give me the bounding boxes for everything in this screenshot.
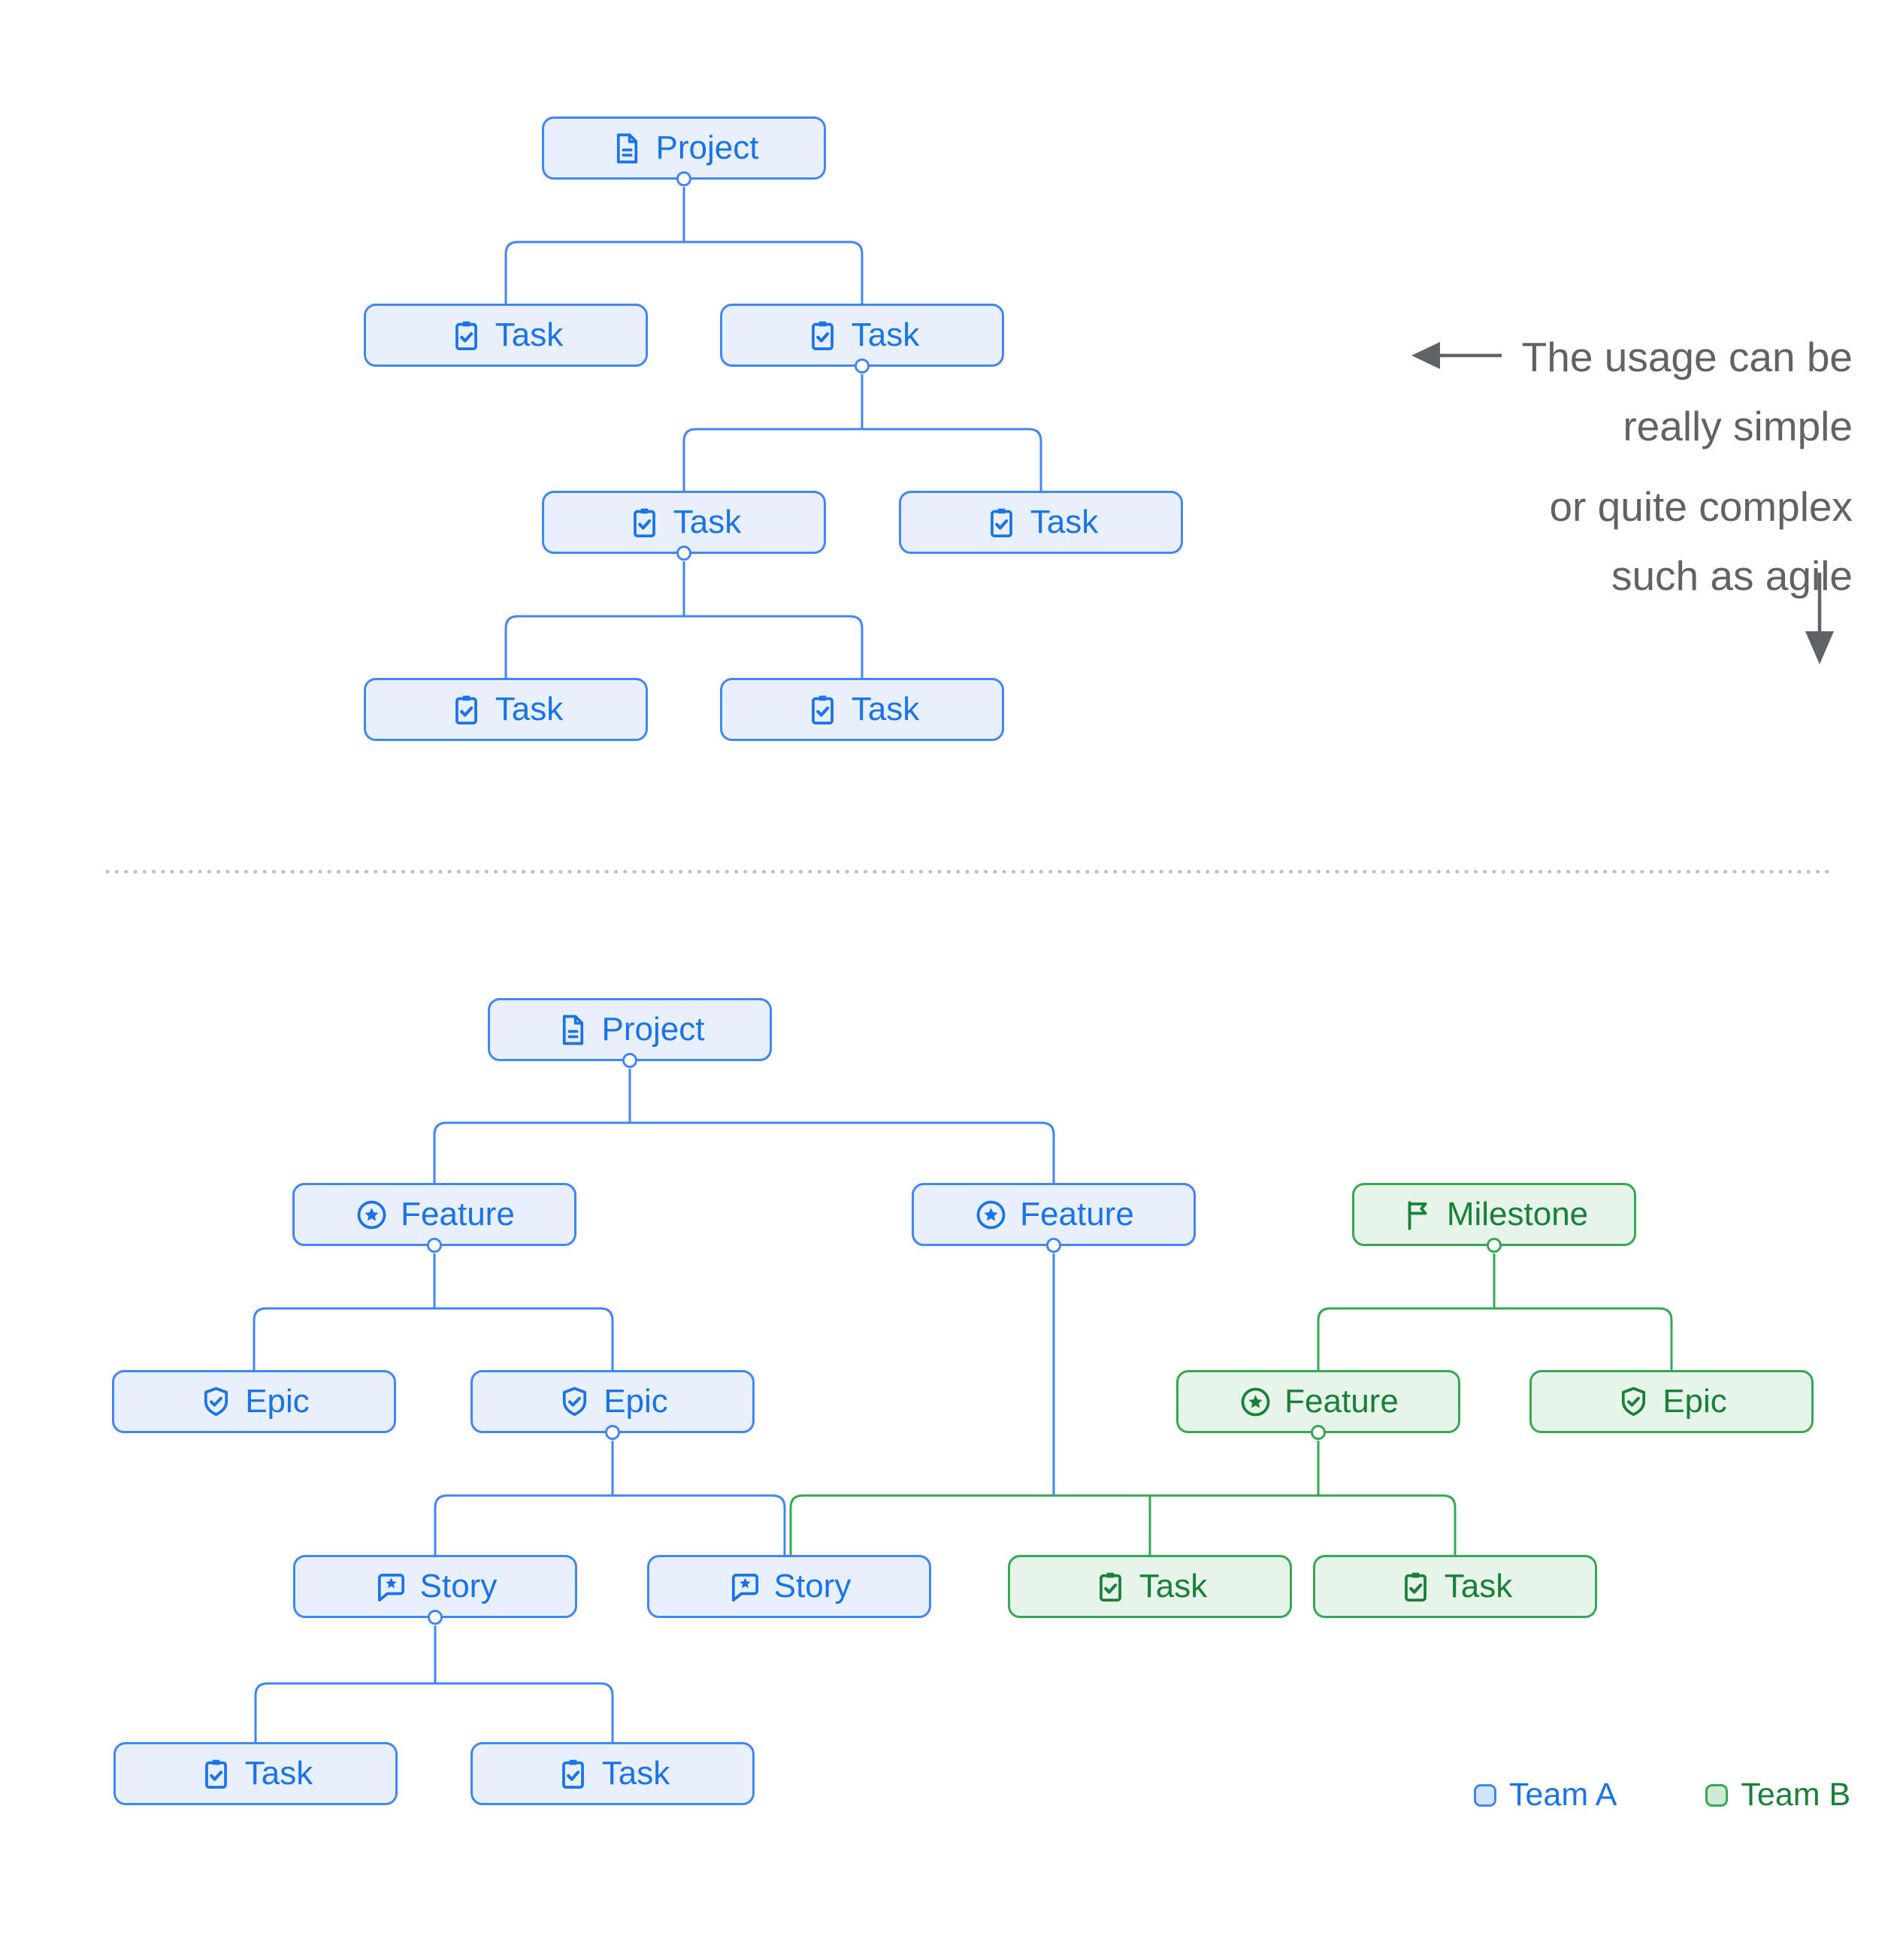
node-label: Task: [495, 316, 564, 353]
task-icon: [1398, 1569, 1433, 1605]
node-label: Task: [495, 691, 564, 727]
node-label: Task: [851, 691, 920, 727]
connector-epicB2-rail: [434, 1494, 786, 1555]
down-arrow-head: [1805, 631, 1834, 664]
legend-item-team-b: Team B: [1705, 1777, 1850, 1813]
epic-icon: [557, 1384, 592, 1420]
connector-task2-rail: [682, 428, 1042, 491]
connector-port: [676, 546, 691, 561]
connector-storyB1-rail: [254, 1682, 614, 1742]
node-label: Epic: [604, 1383, 668, 1420]
task-icon: [198, 1756, 234, 1792]
connector-port: [676, 171, 691, 186]
feature-icon: [973, 1197, 1009, 1233]
feature-icon: [1238, 1384, 1273, 1420]
connector-port: [1311, 1425, 1326, 1440]
epic-node[interactable]: Epic: [470, 1370, 755, 1440]
annotation-line-2: really simple: [1623, 403, 1853, 449]
task-icon: [627, 505, 662, 540]
task-icon: [984, 505, 1019, 540]
node-label: Epic: [1662, 1383, 1727, 1420]
task-node[interactable]: Task: [364, 678, 648, 741]
annotation-line-1: The usage can be: [1521, 334, 1853, 380]
node-label: Story: [419, 1568, 498, 1605]
node-label: Feature: [1284, 1383, 1399, 1420]
legend: Team A Team B: [1474, 1777, 1850, 1813]
story-icon: [374, 1569, 409, 1605]
node-label: Task: [601, 1755, 670, 1792]
task-node[interactable]: Task: [542, 491, 826, 561]
connector-task3-rail: [504, 615, 864, 678]
project-node[interactable]: Project: [542, 116, 826, 186]
team-b-swatch-icon: [1705, 1783, 1729, 1807]
project-node[interactable]: Project: [488, 998, 772, 1068]
task-node[interactable]: Task: [720, 678, 1004, 741]
task-icon: [555, 1756, 591, 1792]
annotation-line-4: such as agile: [1611, 552, 1853, 599]
node-label: Feature: [1020, 1196, 1134, 1233]
team-a-label: Team A: [1509, 1777, 1617, 1813]
task-icon: [449, 692, 484, 727]
task-node[interactable]: Task: [1008, 1555, 1292, 1618]
node-label: Feature: [401, 1196, 515, 1233]
task-icon: [449, 318, 484, 353]
story-node[interactable]: Story: [293, 1555, 577, 1625]
project-icon: [610, 131, 645, 166]
task-icon: [805, 692, 840, 727]
story-node[interactable]: Story: [647, 1555, 931, 1618]
node-label: Project: [601, 1011, 705, 1048]
feature-node[interactable]: Feature: [912, 1183, 1196, 1253]
task-node[interactable]: Task: [720, 304, 1004, 374]
node-label: Story: [773, 1568, 852, 1605]
node-label: Milestone: [1446, 1196, 1589, 1233]
connector-projectB-rail: [433, 1121, 1055, 1183]
connector-featureB1-rail: [253, 1307, 614, 1370]
epic-icon: [1616, 1384, 1651, 1420]
milestone-node[interactable]: Milestone: [1352, 1183, 1636, 1253]
connector-port: [1487, 1238, 1502, 1253]
feature-icon: [354, 1197, 389, 1233]
task-node[interactable]: Task: [899, 491, 1183, 554]
connector-shared-rail: [789, 1494, 1457, 1555]
node-label: Task: [673, 504, 742, 540]
connector-milestone-rail: [1317, 1307, 1673, 1370]
node-label: Task: [1139, 1568, 1208, 1605]
node-label: Task: [851, 316, 920, 353]
node-label: Task: [244, 1755, 313, 1792]
task-node[interactable]: Task: [470, 1742, 755, 1805]
connector-port: [428, 1610, 443, 1625]
connector-port: [605, 1425, 620, 1440]
node-label: Epic: [245, 1383, 310, 1420]
left-arrow-head: [1411, 342, 1440, 369]
node-label: Task: [1444, 1568, 1513, 1605]
feature-node[interactable]: Feature: [1176, 1370, 1460, 1440]
feature-node[interactable]: Feature: [292, 1183, 576, 1253]
node-label: Task: [1030, 504, 1099, 540]
connector-port: [1046, 1238, 1061, 1253]
task-node[interactable]: Task: [1313, 1555, 1597, 1618]
epic-node[interactable]: Epic: [112, 1370, 396, 1433]
connector-port: [427, 1238, 442, 1253]
connector-project-rail: [504, 240, 864, 304]
project-icon: [555, 1012, 591, 1048]
epic-node[interactable]: Epic: [1529, 1370, 1814, 1433]
annotation-text: The usage can be really simple or quite …: [1522, 322, 1853, 610]
annotation-line-3: or quite complex: [1549, 483, 1853, 530]
connector-port: [855, 358, 870, 374]
node-label: Project: [655, 129, 759, 166]
team-a-swatch-icon: [1474, 1783, 1496, 1807]
team-b-label: Team B: [1741, 1777, 1851, 1813]
task-icon: [1093, 1569, 1128, 1605]
epic-icon: [198, 1384, 234, 1420]
legend-item-team-a: Team A: [1474, 1777, 1617, 1813]
connector-port: [622, 1053, 637, 1068]
task-icon: [805, 318, 840, 353]
task-node[interactable]: Task: [364, 304, 648, 367]
milestone-icon: [1400, 1197, 1436, 1233]
story-icon: [728, 1569, 763, 1605]
task-node[interactable]: Task: [113, 1742, 398, 1805]
